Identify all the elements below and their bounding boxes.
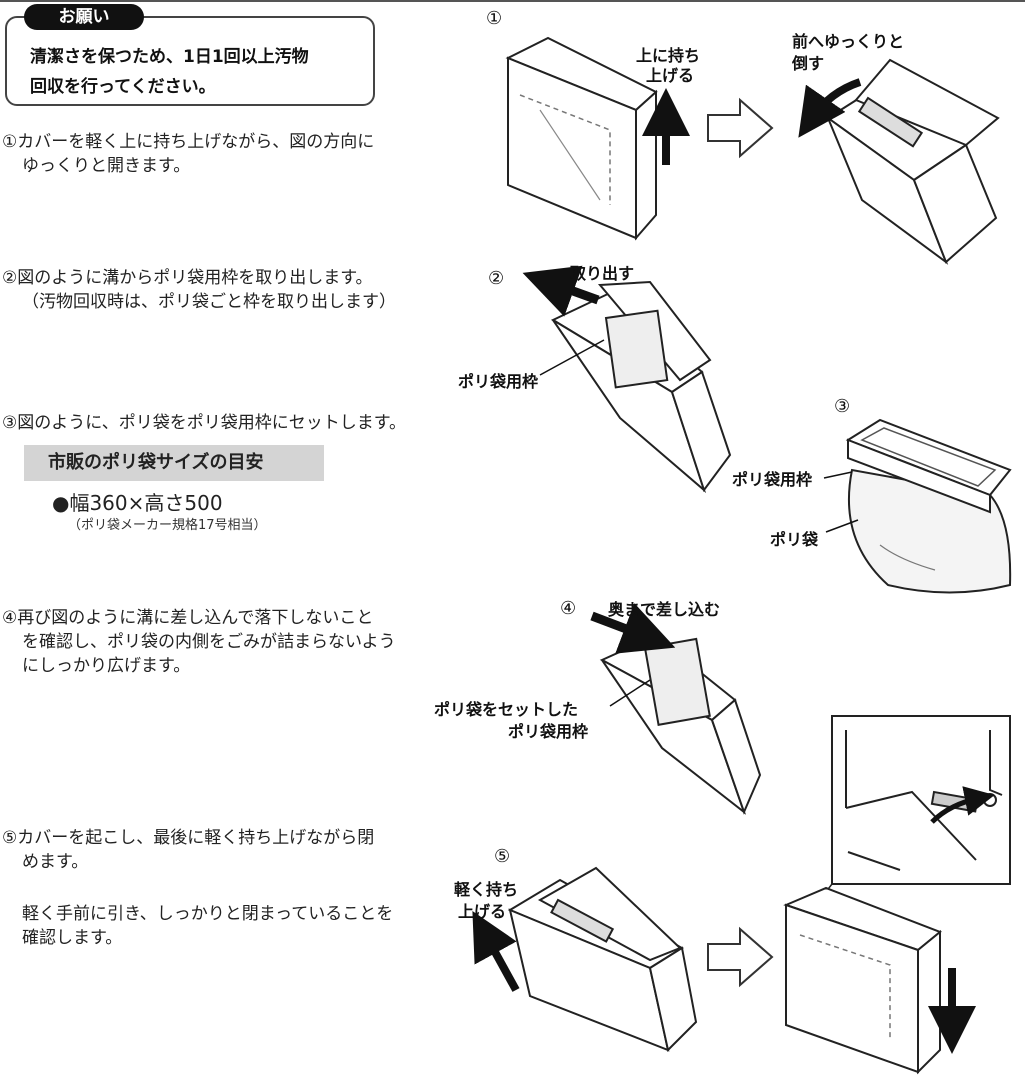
figure-1-closed-dispenser	[505, 36, 658, 241]
setframe-label-1: ポリ袋をセットした	[434, 700, 579, 719]
figure-number-1: ①	[486, 8, 503, 29]
step-5: ⑤カバーを起こし、最後に軽く持ち上げながら閉 めます。	[2, 826, 374, 874]
bag-size-value: ●幅360×高さ500	[52, 491, 223, 515]
figure-4-insert-frame	[599, 634, 762, 815]
figure-5-closed-dispenser	[783, 886, 942, 1075]
figure-number-2: ②	[488, 268, 505, 289]
step-5-line-2: めます。	[22, 852, 89, 872]
figure-2-remove-frame	[550, 280, 732, 494]
notice-box	[5, 16, 375, 106]
step-3: ③図のように、ポリ袋をポリ袋用枠にセットします。	[2, 411, 406, 435]
figure-3-frame-with-bag	[845, 418, 1012, 594]
notice-line-2: 回収を行ってください。	[30, 77, 216, 97]
figure-5-closing-dispenser	[507, 866, 698, 1052]
next-arrow-2	[707, 926, 774, 988]
setframe-label-2: ポリ袋用枠	[508, 722, 589, 741]
step-4-line-2: を確認し、ポリ袋の内側をごみが詰まらないよう	[22, 632, 396, 652]
takeout-arrow	[522, 265, 600, 317]
next-arrow-1	[707, 97, 774, 159]
lift-label-1: 上に持ち	[636, 46, 701, 65]
lift-arrow-5	[472, 910, 520, 992]
push-arrow	[590, 603, 676, 654]
step-1-line-2: ゆっくりと開きます。	[22, 156, 191, 176]
frame3-leader-line	[823, 471, 853, 479]
frame-leader-line	[539, 339, 605, 376]
bag-leader-line	[825, 519, 859, 533]
step-1-line-1: ①カバーを軽く上に持ち上げながら、図の方向に	[2, 132, 375, 152]
setframe-leader-line	[609, 679, 651, 707]
notice-tab: お願い	[24, 4, 144, 30]
step-4: ④再び図のように溝に差し込んで落下しないこと を確認し、ポリ袋の内側をごみが詰ま…	[2, 606, 396, 678]
lift-label-2: 上げる	[646, 66, 695, 85]
figure-number-4: ④	[560, 598, 577, 619]
step-4-line-3: にしっかり広げます。	[22, 656, 191, 676]
bag-size-note: （ポリ袋メーカー規格17号相当）	[68, 518, 267, 533]
tilt-label-1: 前へゆっくりと	[792, 32, 905, 51]
tilt-arrow	[798, 78, 862, 138]
step-4-line-1: ④再び図のように溝に差し込んで落下しないこと	[2, 608, 374, 628]
bag-size-heading: 市販のポリ袋サイズの目安	[24, 445, 324, 481]
figure-number-3: ③	[834, 396, 851, 417]
frame3-label: ポリ袋用枠	[732, 470, 813, 489]
takeout-label: 取り出す	[570, 264, 635, 283]
step-5-note: 軽く手前に引き、しっかりと閉まっていることを 確認します。	[2, 902, 393, 950]
tilt-label-2: 倒す	[792, 54, 825, 73]
step-2: ②図のように溝からポリ袋用枠を取り出します。 （汚物回収時は、ポリ袋ごと枠を取り…	[2, 266, 396, 314]
top-rule	[0, 0, 1025, 2]
bag-label: ポリ袋	[770, 530, 819, 549]
latch-arrow	[930, 786, 995, 824]
frame-label: ポリ袋用枠	[458, 372, 539, 391]
step-5-line-3: 軽く手前に引き、しっかりと閉まっていることを	[22, 904, 394, 924]
push-label: 奥まで差し込む	[608, 600, 721, 619]
step-1: ①カバーを軽く上に持ち上げながら、図の方向に ゆっくりと開きます。	[2, 130, 374, 178]
lightlift-label-2: 上げる	[458, 902, 507, 921]
lightlift-label-1: 軽く持ち	[454, 880, 519, 899]
step-5-line-4: 確認します。	[22, 928, 123, 948]
figure-number-5: ⑤	[494, 846, 511, 867]
notice-line-1: 清潔さを保つため、1日1回以上汚物	[30, 47, 309, 67]
step-2-line-1: ②図のように溝からポリ袋用枠を取り出します。	[2, 268, 373, 288]
detail-inset	[831, 715, 1011, 885]
figure-1-opened-dispenser	[825, 58, 1000, 265]
step-2-line-2: （汚物回収時は、ポリ袋ごと枠を取り出します）	[22, 292, 396, 312]
step-3-line-1: ③図のように、ポリ袋をポリ袋用枠にセットします。	[2, 413, 407, 433]
step-5-line-1: ⑤カバーを起こし、最後に軽く持ち上げながら閉	[2, 828, 375, 848]
